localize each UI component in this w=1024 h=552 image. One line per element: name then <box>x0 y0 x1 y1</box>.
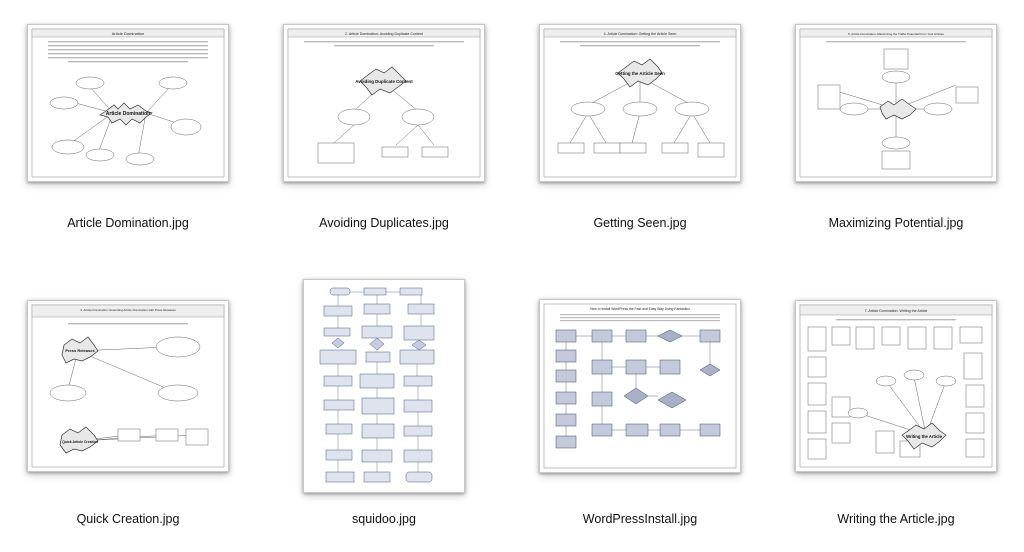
thumbnail-image: 2. Article Domination: Avoiding Duplicat… <box>287 28 481 178</box>
thumbnail-image: Article Domination <box>31 28 225 178</box>
thumbnail-area <box>256 276 512 496</box>
thumb-center: Press Releases <box>65 348 95 353</box>
thumbnail-area: 4. Article Domination: Getting the Artic… <box>512 8 768 198</box>
file-item[interactable]: Article Domination <box>0 0 256 276</box>
thumbnail-image: 4. Article Domination: Getting the Artic… <box>543 28 737 178</box>
file-item[interactable]: How to Install WordPress the Fast and Ea… <box>512 276 768 552</box>
file-name[interactable]: Maximizing Potential.jpg <box>828 216 964 230</box>
thumb-title: 3. Article Domination: Extending Article… <box>80 308 176 312</box>
tree-thumbnail-icon[interactable]: 3. Article Domination: Extending Article… <box>27 300 229 472</box>
thumbnail-area: 5. Article Domination: Maximizing the Tr… <box>768 8 1024 198</box>
thumbnail-image: 7. Article Domination: Writing the Artic… <box>799 304 993 468</box>
thumb-title: 4. Article Domination: Getting the Artic… <box>604 32 677 36</box>
file-item[interactable]: 4. Article Domination: Getting the Artic… <box>512 0 768 276</box>
thumbnail-area: 3. Article Domination: Extending Article… <box>0 276 256 496</box>
thumbnail-area: 7. Article Domination: Writing the Artic… <box>768 276 1024 496</box>
thumbnail-image: How to Install WordPress the Fast and Ea… <box>543 303 737 469</box>
thumbnail-image <box>319 287 435 483</box>
file-name[interactable]: WordPressInstall.jpg <box>582 512 698 526</box>
file-item[interactable]: squidoo.jpg <box>256 276 512 552</box>
thumb-center: Avoiding Duplicate Content <box>355 79 413 84</box>
mindmap-thumbnail-icon[interactable]: 5. Article Domination: Maximizing the Tr… <box>795 24 997 182</box>
thumb-title: How to Install WordPress the Fast and Ea… <box>590 307 690 311</box>
thumbnail-area: How to Install WordPress the Fast and Ea… <box>512 276 768 496</box>
file-item[interactable]: 2. Article Domination: Avoiding Duplicat… <box>256 0 512 276</box>
thumb-title: 7. Article Domination: Writing the Artic… <box>865 309 928 313</box>
thumb-center: Getting the Article Seen <box>615 71 665 76</box>
file-name[interactable]: Avoiding Duplicates.jpg <box>319 216 449 230</box>
mindmap-thumbnail-icon[interactable]: 7. Article Domination: Writing the Artic… <box>795 300 997 472</box>
file-name[interactable]: squidoo.jpg <box>352 512 416 526</box>
thumbnail-image: 3. Article Domination: Extending Article… <box>31 304 225 468</box>
tree-thumbnail-icon[interactable]: 2. Article Domination: Avoiding Duplicat… <box>283 24 485 182</box>
flowchart-thumbnail-icon[interactable]: How to Install WordPress the Fast and Ea… <box>539 299 741 473</box>
thumb-title: 5. Article Domination: Maximizing the Tr… <box>848 32 944 36</box>
thumb-title: Article Domination <box>112 31 144 36</box>
file-name[interactable]: Getting Seen.jpg <box>593 216 687 230</box>
thumbnail-area: 2. Article Domination: Avoiding Duplicat… <box>256 8 512 198</box>
flowchart-thumbnail-icon[interactable] <box>303 279 465 493</box>
file-item[interactable]: 5. Article Domination: Maximizing the Tr… <box>768 0 1024 276</box>
file-item[interactable]: 7. Article Domination: Writing the Artic… <box>768 276 1024 552</box>
thumbnail-area: Article Domination <box>0 8 256 198</box>
tree-thumbnail-icon[interactable]: 4. Article Domination: Getting the Artic… <box>539 24 741 182</box>
thumb-title: 2. Article Domination: Avoiding Duplicat… <box>345 32 423 36</box>
mindmap-thumbnail-icon[interactable]: Article Domination <box>27 24 229 182</box>
file-name[interactable]: Quick Creation.jpg <box>76 512 180 526</box>
thumb-center: Writing the Article <box>906 434 942 439</box>
thumbnail-image: 5. Article Domination: Maximizing the Tr… <box>799 28 993 178</box>
file-item[interactable]: 3. Article Domination: Extending Article… <box>0 276 256 552</box>
file-name[interactable]: Writing the Article.jpg <box>837 512 955 526</box>
thumb-center: Quick Article Creation <box>62 440 98 444</box>
file-name[interactable]: Article Domination.jpg <box>67 216 189 230</box>
thumb-center: Article Domination <box>106 111 150 117</box>
